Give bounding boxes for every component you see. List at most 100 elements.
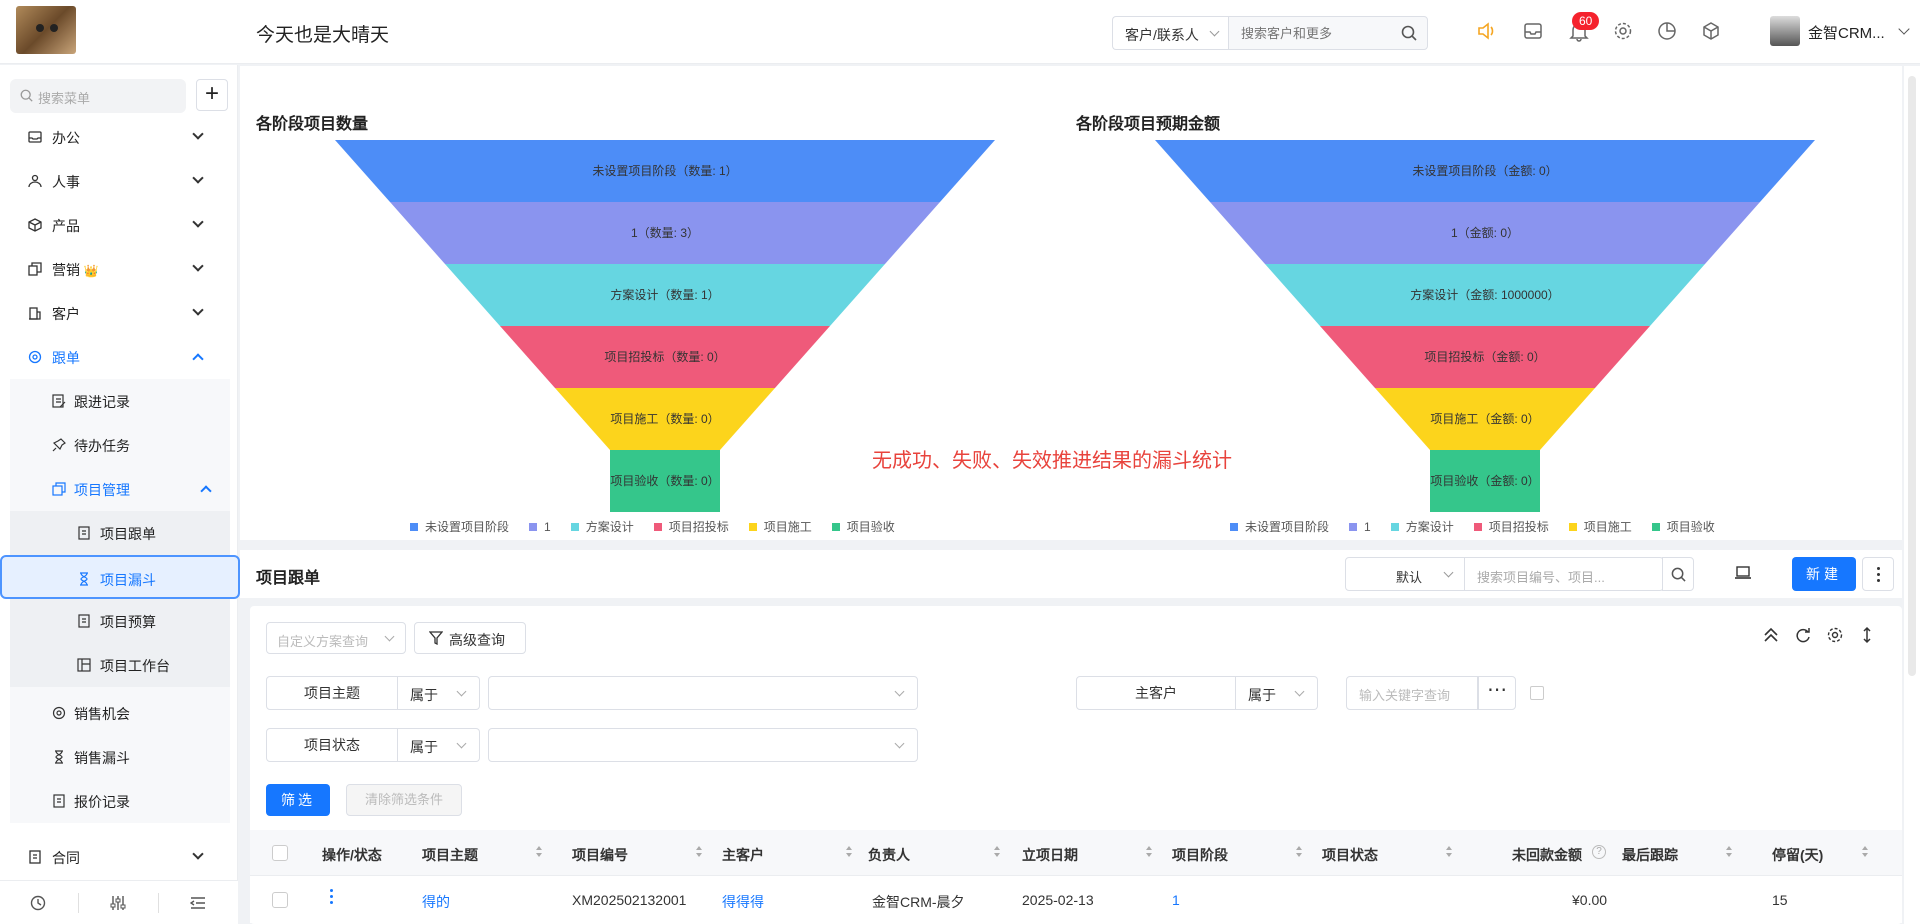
funnel-segment[interactable] — [1155, 140, 1815, 202]
column-header[interactable]: 项目主题 — [422, 847, 478, 863]
sort-icon[interactable] — [846, 846, 852, 858]
funnel-segment[interactable] — [390, 202, 940, 264]
global-search-input[interactable] — [1229, 17, 1389, 49]
cell-stage[interactable]: 1 — [1172, 892, 1180, 908]
funnel-segment[interactable] — [1265, 264, 1705, 326]
sidebar-item-hr[interactable]: 人事 — [0, 159, 230, 203]
sort-icon[interactable] — [696, 846, 702, 858]
table-row[interactable]: 得的 XM202502132001 得得得 金智CRM-晨夕 2025-02-1… — [250, 877, 1902, 923]
legend-item[interactable]: 方案设计 — [1390, 518, 1454, 535]
funnel-segment[interactable] — [610, 450, 720, 512]
global-search-box[interactable] — [1228, 16, 1428, 50]
sidebar-item-followup[interactable]: 跟单 — [0, 335, 230, 379]
legend-item[interactable]: 项目验收 — [831, 518, 895, 535]
cell-customer[interactable]: 得得得 — [722, 894, 764, 910]
filter-op-customer[interactable]: 属于 — [1236, 676, 1318, 710]
more-options-button[interactable] — [1862, 557, 1894, 591]
legend-item[interactable]: 项目验收 — [1651, 518, 1715, 535]
legend-item[interactable]: 项目施工 — [1568, 518, 1632, 535]
user-name[interactable]: 金智CRM... — [1808, 25, 1885, 42]
sidebar-item-project-workbench[interactable]: 项目工作台 — [10, 643, 230, 687]
sidebar-item-project-budget[interactable]: 项目预算 — [10, 599, 230, 643]
sidebar-item-customer[interactable]: 客户 — [0, 291, 230, 335]
legend-item[interactable]: 方案设计 — [570, 518, 634, 535]
filter-value-subject[interactable] — [488, 676, 918, 710]
new-button[interactable]: 新建 — [1792, 557, 1856, 591]
cell-subject[interactable]: 得的 — [422, 894, 450, 910]
row-height-icon[interactable] — [1858, 626, 1876, 644]
inbox-icon[interactable] — [1522, 20, 1544, 42]
filter-value-status[interactable] — [488, 728, 918, 762]
page-scrollbar[interactable] — [1904, 66, 1920, 924]
column-header[interactable]: 项目编号 — [572, 847, 628, 863]
column-header[interactable]: 停留(天) — [1772, 847, 1824, 863]
filter-op-subject[interactable]: 属于 — [398, 676, 480, 710]
sort-icon[interactable] — [1296, 846, 1302, 858]
legend-item[interactable]: 项目招投标 — [653, 518, 729, 535]
app-logo[interactable] — [16, 6, 76, 54]
legend-item[interactable]: 项目施工 — [748, 518, 812, 535]
table-search-button[interactable] — [1662, 557, 1694, 591]
legend-item[interactable]: 1 — [529, 520, 551, 534]
laptop-icon[interactable] — [1734, 565, 1752, 581]
search-type-select[interactable]: 客户/联系人 — [1112, 16, 1228, 50]
column-header[interactable]: 未回款金额 — [1512, 847, 1582, 863]
pie-chart-icon[interactable] — [1656, 20, 1678, 42]
table-search-input[interactable]: 搜索项目编号、项目... — [1464, 557, 1664, 591]
help-icon[interactable]: ? — [1592, 845, 1606, 859]
sliders-icon[interactable] — [110, 895, 126, 911]
legend-item[interactable]: 项目招投标 — [1473, 518, 1549, 535]
funnel-segment[interactable] — [1375, 388, 1595, 450]
filter-checkbox[interactable] — [1530, 686, 1544, 700]
add-menu-button[interactable]: + — [196, 79, 228, 111]
sidebar-item-todo[interactable]: 待办任务 — [10, 423, 230, 467]
sort-icon[interactable] — [1146, 846, 1152, 858]
select-all-checkbox[interactable] — [272, 845, 288, 861]
sort-icon[interactable] — [1726, 846, 1732, 858]
view-select[interactable]: 默认 — [1345, 557, 1465, 591]
sidebar-item-contract[interactable]: 合同 — [0, 835, 230, 879]
funnel-segment[interactable] — [500, 326, 830, 388]
collapse-menu-icon[interactable] — [190, 895, 206, 911]
scheme-select[interactable]: 自定义方案查询 — [266, 622, 406, 654]
menu-search-input[interactable]: 搜索菜单 — [10, 79, 186, 113]
refresh-icon[interactable] — [1794, 626, 1812, 644]
legend-item[interactable]: 未设置项目阶段 — [410, 518, 509, 535]
column-header[interactable]: 项目状态 — [1322, 847, 1378, 863]
sidebar-item-marketing[interactable]: 营销 👑 — [0, 247, 230, 291]
avatar[interactable] — [1770, 16, 1800, 46]
gear-icon[interactable] — [1826, 626, 1844, 644]
sidebar-item-project-funnel[interactable]: 项目漏斗 — [0, 555, 240, 599]
column-header[interactable]: 最后跟踪 — [1622, 847, 1678, 863]
sidebar-item-quote-records[interactable]: 报价记录 — [10, 779, 230, 823]
legend-item[interactable]: 未设置项目阶段 — [1230, 518, 1329, 535]
history-icon[interactable] — [30, 895, 46, 911]
legend-item[interactable]: 1 — [1349, 520, 1371, 534]
sort-icon[interactable] — [536, 846, 542, 858]
sort-icon[interactable] — [1862, 846, 1868, 858]
sort-icon[interactable] — [994, 846, 1000, 858]
column-header[interactable]: 负责人 — [868, 847, 910, 863]
filter-value-customer[interactable]: 输入关键字查询 — [1346, 676, 1478, 710]
funnel-segment[interactable] — [1320, 326, 1650, 388]
speaker-icon[interactable] — [1476, 20, 1498, 42]
filter-button[interactable]: 筛选 — [266, 784, 330, 816]
column-header[interactable]: 立项日期 — [1022, 847, 1078, 863]
funnel-segment[interactable] — [445, 264, 885, 326]
gear-icon[interactable] — [1612, 20, 1634, 42]
chevron-down-icon[interactable] — [1898, 23, 1910, 35]
collapse-up-icon[interactable] — [1762, 626, 1780, 644]
sidebar-item-office[interactable]: 办公 — [0, 115, 230, 159]
sidebar-item-project-management[interactable]: 项目管理 — [10, 467, 230, 511]
cube-icon[interactable] — [1700, 20, 1722, 42]
clear-filters-button[interactable]: 清除筛选条件 — [346, 784, 462, 816]
customer-picker-button[interactable]: ⋯ — [1478, 676, 1516, 710]
sort-icon[interactable] — [1446, 846, 1452, 858]
sidebar-item-project-tracking[interactable]: 项目跟单 — [10, 511, 230, 555]
column-header[interactable]: 主客户 — [722, 847, 764, 863]
search-icon[interactable] — [1401, 25, 1417, 41]
row-actions-icon[interactable] — [330, 889, 334, 905]
sidebar-item-sales-funnel[interactable]: 销售漏斗 — [10, 735, 230, 779]
column-header[interactable]: 项目阶段 — [1172, 847, 1228, 863]
advanced-query-button[interactable]: 高级查询 — [414, 622, 526, 654]
